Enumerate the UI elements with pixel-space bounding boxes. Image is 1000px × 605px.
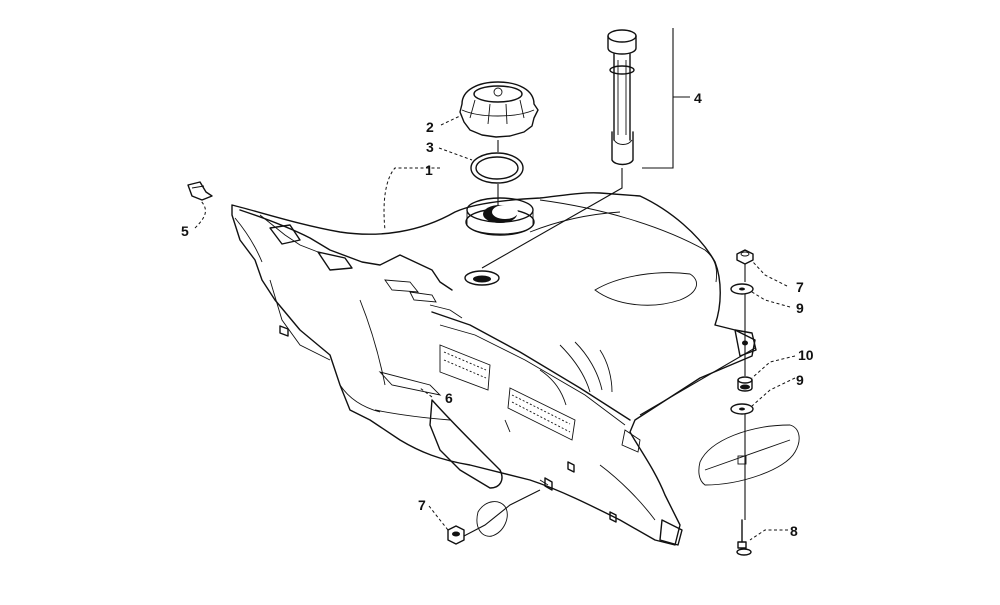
callout-8: 8: [790, 523, 798, 539]
washer-lower: [730, 403, 754, 415]
gasket-ring: [470, 152, 524, 184]
callout-7-upper: 7: [796, 279, 804, 295]
mounting-pad: [698, 424, 800, 486]
callout-9-upper: 9: [796, 300, 804, 316]
callout-2: 2: [426, 119, 434, 135]
nut-upper: [736, 249, 754, 265]
callout-10: 10: [798, 347, 814, 363]
fuel-sender: [607, 29, 637, 166]
nut-lower: [447, 525, 465, 545]
callout-5: 5: [181, 223, 189, 239]
bolt: [736, 519, 752, 556]
callout-6: 6: [445, 390, 453, 406]
filler-neck: [465, 197, 535, 236]
callout-9-lower: 9: [796, 372, 804, 388]
fuel-tank: [231, 192, 757, 546]
fuel-cap: [459, 81, 539, 138]
grommet: [476, 501, 508, 537]
clip-bracket: [187, 181, 213, 201]
callout-1: 1: [425, 162, 433, 178]
washer-upper: [730, 283, 754, 295]
callout-4: 4: [694, 90, 702, 106]
callout-7-lower: 7: [418, 497, 426, 513]
warning-decal: [439, 344, 576, 441]
sender-opening: [464, 270, 500, 286]
callout-labels: 1 2 3 4 5 6 7 7 8 9 9 10: [181, 90, 814, 539]
callout-3: 3: [426, 139, 434, 155]
spacer: [737, 376, 753, 392]
leader-lines: [194, 28, 796, 541]
